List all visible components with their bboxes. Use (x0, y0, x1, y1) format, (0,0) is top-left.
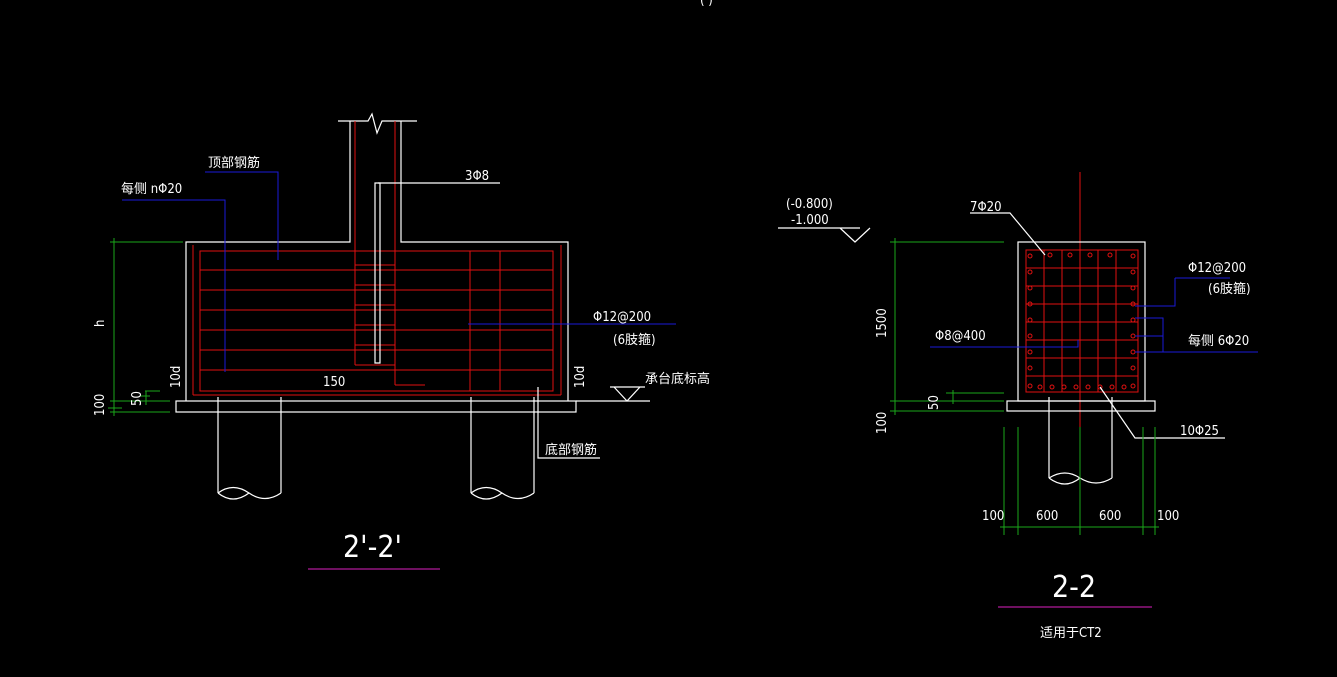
left-cap-outline (185, 121, 569, 401)
left-pile-1 (217, 397, 282, 500)
left-label-each-side: 每侧 nΦ20 (121, 181, 182, 197)
right-label-rebar-spacing: Φ12@200 (1188, 261, 1246, 276)
left-label-rebar-spacing: Φ12@200 (593, 310, 651, 325)
top-clipped-text: ( ) (700, 0, 713, 8)
right-label-elev-top: (-0.800) (786, 197, 833, 212)
right-label-rebar-7: 7Φ20 (970, 200, 1002, 215)
left-label-bottom-elev: 承台底标高 (645, 371, 710, 387)
left-dim-50: 50 (130, 391, 145, 406)
left-dim-h: h (93, 320, 108, 327)
right-rebar-cage (1025, 249, 1139, 393)
right-section-title: 2-2 (1052, 570, 1096, 605)
left-stirrup-outline (374, 182, 381, 364)
right-cushion (1006, 400, 1156, 412)
left-section-2prime: 顶部钢筋 每侧 nΦ20 3Φ8 Φ12@200 (6肢箍) 承台底标高 底部钢… (93, 112, 710, 570)
right-dim-1500: 1500 (875, 308, 890, 338)
right-dim-width-100b: 100 (1157, 509, 1179, 524)
left-label-bottom-rebar: 底部钢筋 (545, 442, 597, 458)
right-dim-width-600a: 600 (1036, 509, 1058, 524)
left-label-top-rebar: 顶部钢筋 (208, 155, 260, 171)
left-cushion (175, 400, 577, 413)
left-label-legs: (6肢箍) (613, 332, 656, 348)
right-section-2-2: (-0.800) -1.000 7Φ20 Φ12@200 (6肢箍) Φ8@40… (778, 172, 1258, 641)
right-section-subtitle: 适用于CT2 (1040, 626, 1102, 641)
right-label-legs: (6肢箍) (1208, 281, 1251, 297)
left-dim-10d-left: 10d (169, 366, 184, 388)
left-dim-10d-right: 10d (573, 366, 588, 388)
left-elevation-mark (576, 386, 650, 402)
left-rebar-cage (192, 121, 562, 396)
right-label-phi8: Φ8@400 (935, 329, 986, 344)
left-leaders (122, 171, 676, 459)
left-section-title: 2'-2' (343, 530, 402, 565)
right-elevation-mark (778, 227, 871, 243)
right-pile (1048, 397, 1113, 485)
left-label-dim-150: 150 (323, 375, 345, 390)
right-dimensions (890, 238, 1159, 535)
right-label-elev-bottom: -1.000 (791, 213, 829, 228)
right-dim-width-600b: 600 (1099, 509, 1121, 524)
right-dim-50: 50 (927, 395, 942, 410)
left-pile-2 (470, 397, 535, 500)
left-label-stirrup-3: 3Φ8 (465, 169, 489, 184)
left-dimensions (108, 238, 183, 416)
left-dim-100: 100 (93, 394, 108, 416)
right-dim-100: 100 (875, 412, 890, 434)
right-label-each-side: 每侧 6Φ20 (1188, 333, 1249, 349)
left-column-break-line (338, 112, 417, 135)
right-leaders (930, 212, 1258, 439)
right-label-rebar-10: 10Φ25 (1180, 424, 1219, 439)
right-dim-width-100a: 100 (982, 509, 1004, 524)
